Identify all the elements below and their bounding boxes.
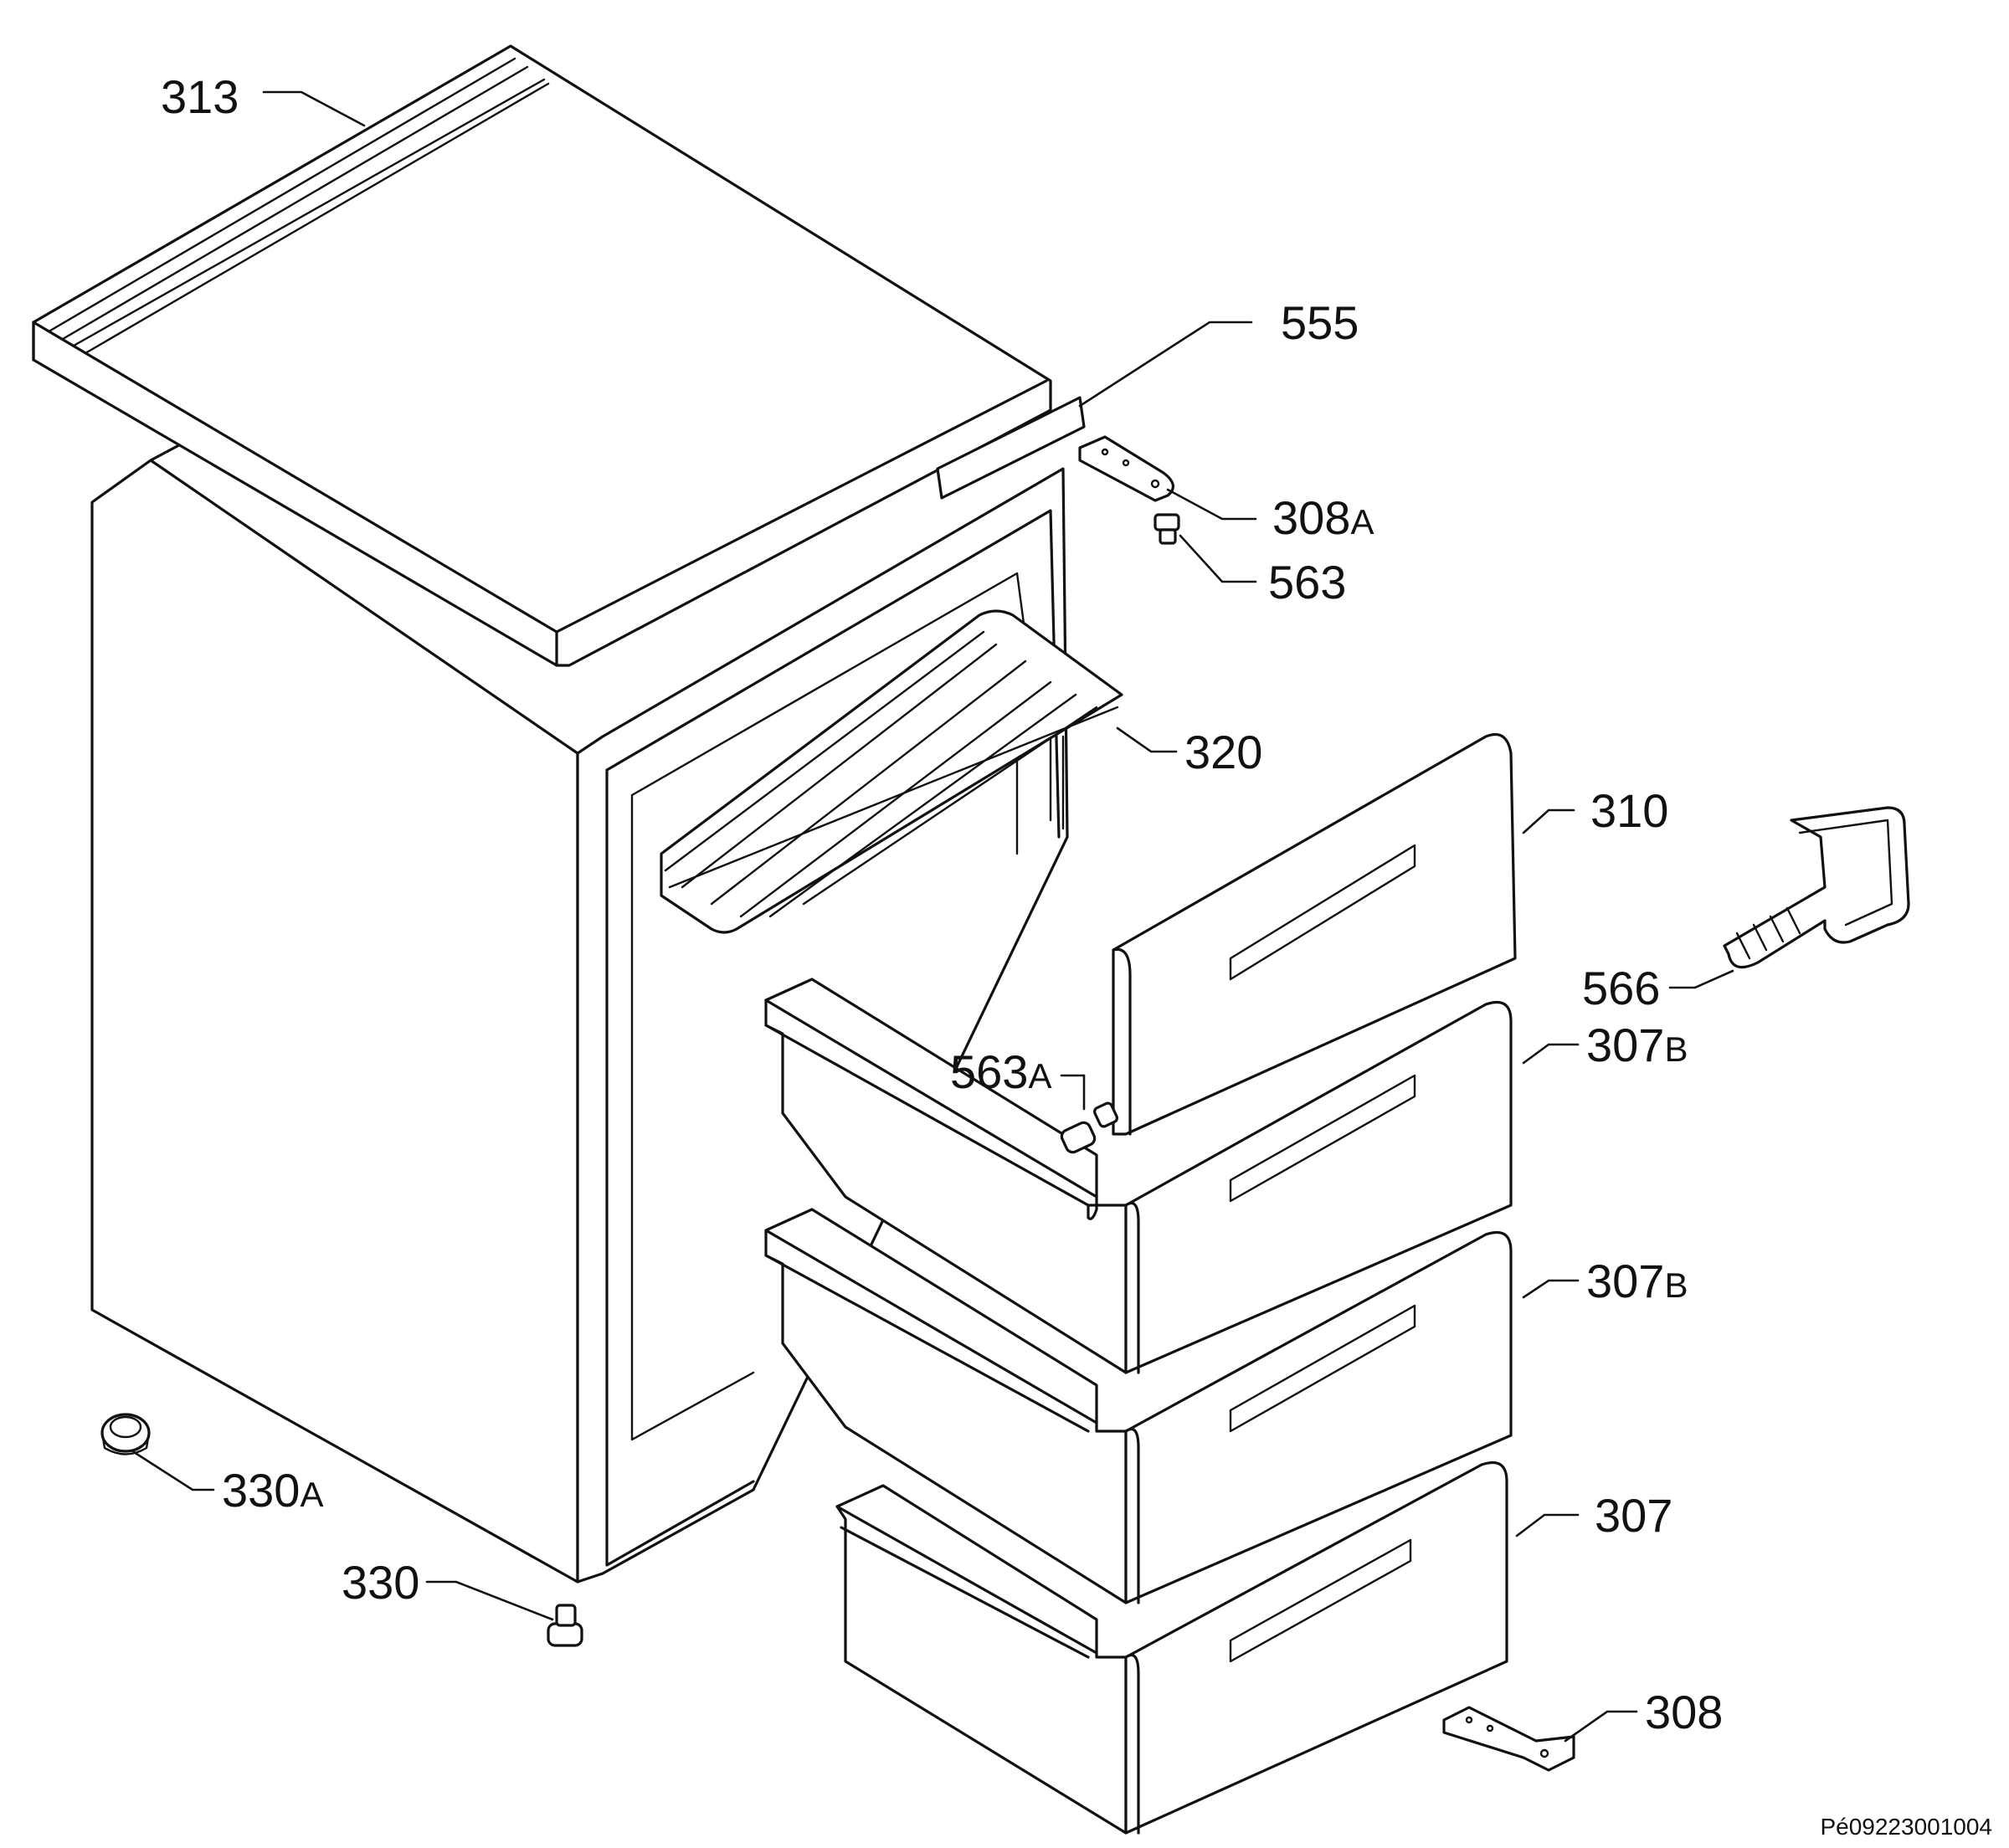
top-panel-313 (32, 44, 1052, 667)
leader-566 (1668, 969, 1734, 989)
drawer-307B-middle (764, 1208, 1513, 1604)
label-566: 566 (1582, 962, 1660, 1014)
leader-330A (132, 1450, 215, 1491)
label-310: 310 (1590, 784, 1668, 837)
leader-308A (1166, 488, 1257, 521)
handle-566 (1723, 806, 1910, 969)
front-panel-310 (1112, 732, 1517, 1136)
strip-555 (936, 396, 1086, 500)
cabinet-inner-liner (630, 572, 1027, 1441)
label-307B-2: 307B (1586, 1255, 1688, 1307)
leader-330 (425, 1580, 554, 1621)
label-330: 330 (342, 1556, 419, 1609)
hinge-308A (1078, 435, 1174, 502)
reference-code: Pé09223001004 (1820, 1814, 1992, 1840)
hinge-308 (1442, 1706, 1575, 1772)
leader-307 (1515, 1513, 1580, 1537)
label-307B-1: 307B (1586, 1019, 1688, 1071)
leader-lines (132, 90, 1734, 1743)
leader-313 (262, 90, 366, 127)
label-555: 555 (1281, 296, 1359, 349)
leader-563A (1060, 1074, 1086, 1111)
foot-330A (100, 1413, 151, 1455)
label-563: 563 (1268, 556, 1346, 608)
screw-foot-330 (547, 1604, 583, 1647)
pin-563A (1060, 1101, 1118, 1154)
leader-563 (1179, 534, 1257, 583)
leader-555 (1078, 321, 1253, 408)
wire-shelf-320 (660, 609, 1123, 934)
bolt-563 (1154, 513, 1180, 545)
leader-320 (1116, 726, 1178, 753)
part-labels: 313 555 308A 563 320 310 566 563A 307B 3… (161, 70, 1723, 1738)
leader-308 (1564, 1710, 1638, 1743)
leader-307B-1 (1522, 1043, 1580, 1065)
label-308A: 308A (1272, 491, 1374, 544)
drawer-307B-upper (764, 978, 1513, 1374)
leader-310 (1522, 808, 1575, 834)
leader-307B-2 (1522, 1279, 1580, 1299)
label-308: 308 (1645, 1686, 1723, 1738)
label-330A: 330A (222, 1464, 323, 1517)
label-313: 313 (161, 70, 239, 123)
label-563A: 563A (950, 1045, 1051, 1098)
label-307: 307 (1595, 1489, 1672, 1542)
drawer-307-bottom (835, 1460, 1508, 1835)
label-320: 320 (1184, 726, 1262, 778)
